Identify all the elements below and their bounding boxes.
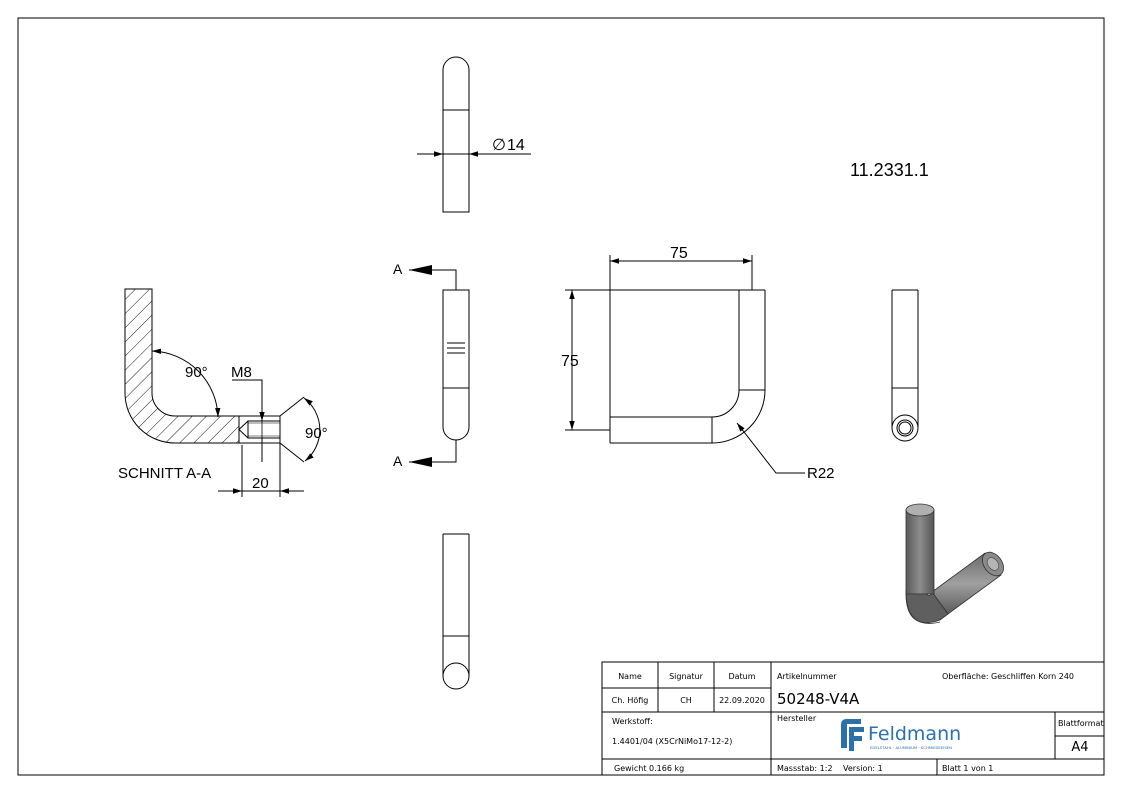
scale: Massstab: 1:2 (777, 764, 833, 773)
section-marker-bottom: A (393, 453, 403, 469)
surface-label: Oberfläche: (942, 672, 989, 681)
sheet-number: Blatt 1 von 1 (942, 764, 993, 773)
sheet-format-label: Blattformat (1058, 719, 1104, 728)
logo-name: Feldmann (868, 723, 961, 745)
section-title: SCHNITT A-A (118, 465, 211, 482)
section-a-a (124, 288, 321, 497)
thread-label: M8 (231, 364, 252, 381)
name-value: Ch. Höfig (612, 696, 649, 705)
diameter-symbol: ∅ (492, 137, 506, 154)
height-dimension: 75 (561, 353, 579, 370)
end-view (891, 289, 919, 442)
isometric-render (905, 503, 1004, 624)
logo-tagline: EDELSTAHL · ALUMINIUM · SCHMIEDEEISEN (870, 745, 952, 750)
radius-dimension: R22 (807, 465, 835, 482)
width-dimension: 75 (670, 245, 688, 262)
bottom-view (442, 533, 470, 690)
feldmann-logo: Feldmann EDELSTAHL · ALUMINIUM · SCHMIED… (841, 719, 961, 751)
top-view (417, 56, 531, 213)
date-value: 22.09.2020 (719, 696, 765, 705)
front-view (409, 269, 470, 463)
surface-value: Geschliffen Korn 240 (991, 672, 1074, 681)
section-arrow-top (409, 265, 432, 275)
name-header: Name (618, 672, 642, 681)
article-number: 50248-V4A (777, 690, 860, 708)
drawing-frame (17, 17, 1105, 776)
diameter-value: 14 (507, 137, 525, 154)
manufacturer-label: Hersteller (777, 714, 817, 723)
depth-dimension: 20 (252, 475, 269, 492)
part-code: 11.2331.1 (850, 160, 929, 180)
article-label: Artikelnummer (777, 672, 837, 681)
signature-value: CH (680, 696, 692, 705)
version: Version: 1 (843, 764, 883, 773)
weight: Gewicht 0.166 kg (614, 764, 684, 773)
side-view (565, 255, 805, 474)
material-value: 1.4401/04 (X5CrNiMo17-12-2) (612, 737, 732, 746)
date-header: Datum (728, 672, 755, 681)
title-block (601, 661, 1105, 776)
section-marker-top: A (393, 261, 403, 277)
signature-header: Signatur (669, 672, 704, 681)
material-label: Werkstoff: (612, 717, 653, 726)
chamfer-angle-label: 90° (305, 425, 328, 442)
section-arrow-bottom (409, 457, 432, 467)
sheet-format-value: A4 (1071, 740, 1088, 755)
inner-angle-label: 90° (185, 364, 208, 381)
